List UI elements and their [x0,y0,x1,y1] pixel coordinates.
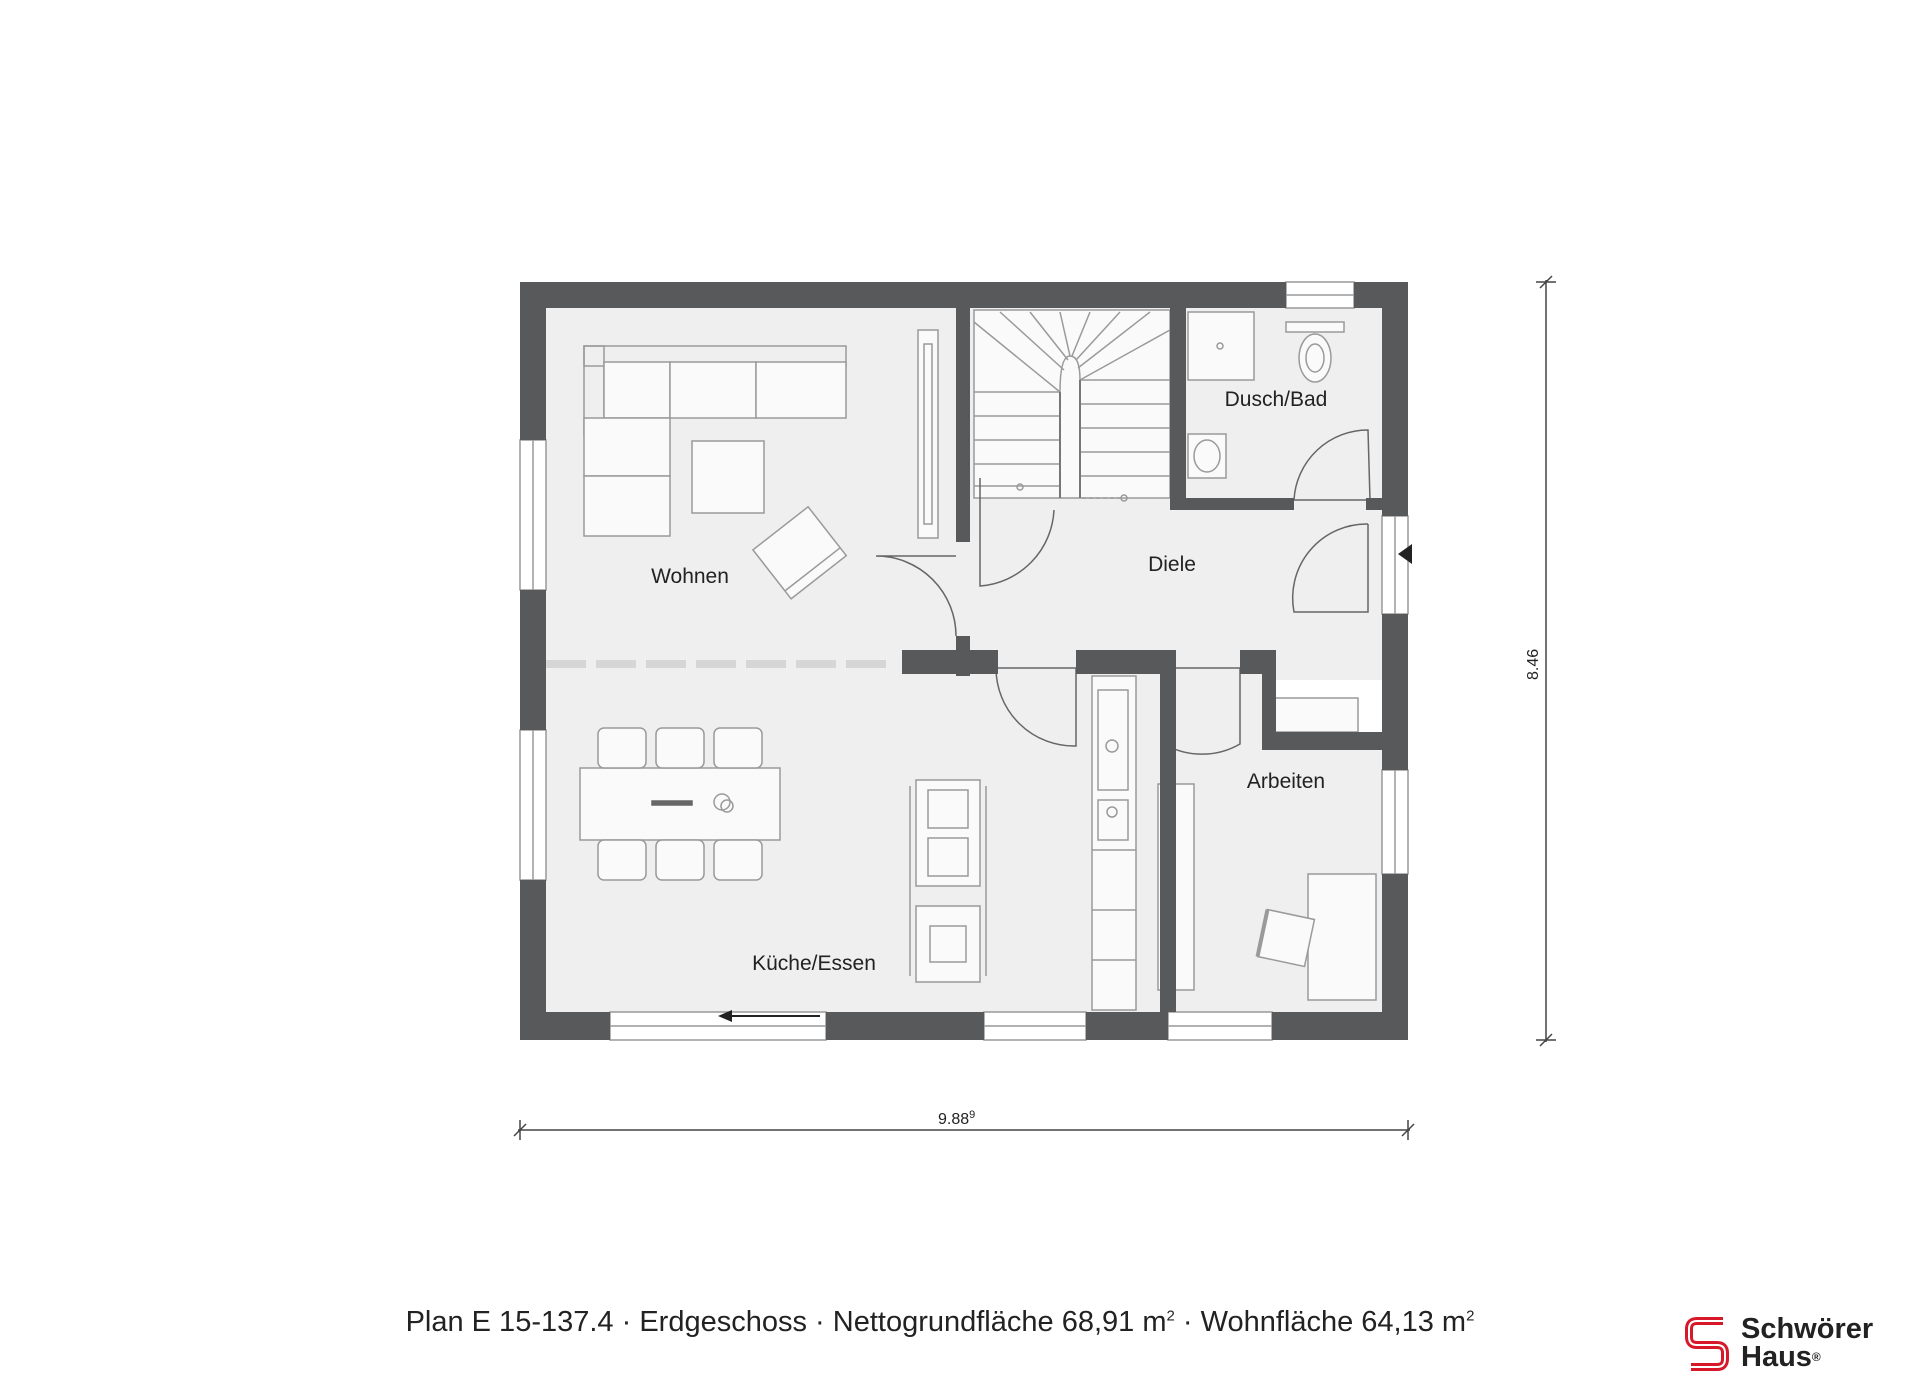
doors [875,429,1371,755]
height-dimension-label: 8.46 [1525,649,1542,680]
kitchen-counter-icon [1091,675,1137,1011]
net-floor-area: Nettogrundfläche 68,91 m [832,1306,1167,1338]
width-dimension-label: 9.889 [938,1109,975,1128]
schwoerer-haus-logo: Schwörer Haus® [1683,1313,1903,1375]
plan-caption: Plan E 15-137.4 · Erdgeschoss · Nettogru… [405,1306,1475,1338]
coffee-table-icon [691,440,765,514]
desk-chair-icon [1255,908,1316,968]
entrance-arrow-icon [1398,544,1412,564]
plan-number: Plan E 15-137.4 [405,1306,614,1338]
kitchen-island-icon [909,779,987,983]
dining-chair-icon [597,727,763,881]
staircase-icon [973,309,1171,502]
desk-icon [1307,873,1377,1001]
furniture [579,309,1377,1011]
logo-s-icon [1685,1317,1729,1371]
sliding-door-arrow-icon [718,1010,820,1022]
logo-line2: Haus® [1741,1341,1821,1373]
sink-icon [1187,433,1227,479]
armchair-icon [751,505,848,600]
floor-name: Erdgeschoss [639,1306,807,1338]
dining-table-icon [579,767,781,841]
shower-icon [1187,311,1255,381]
room-label-arbeiten: Arbeiten [1247,770,1325,793]
sideboard-icon [1269,697,1359,733]
width-dimension [513,1120,1415,1140]
walls [520,282,1408,1040]
toilet-icon [1285,321,1345,383]
sofa-icon [583,345,847,537]
shelf-icon [917,329,939,539]
room-label-kueche-essen: Küche/Essen [752,952,876,975]
height-dimension [1536,275,1556,1047]
room-label-wohnen: Wohnen [651,565,729,588]
room-label-diele: Diele [1148,553,1196,576]
windows [519,281,1409,1041]
living-area: Wohnfläche 64,13 m [1200,1306,1467,1338]
logo-line1: Schwörer [1741,1313,1874,1345]
room-label-dusch-bad: Dusch/Bad [1225,388,1328,411]
